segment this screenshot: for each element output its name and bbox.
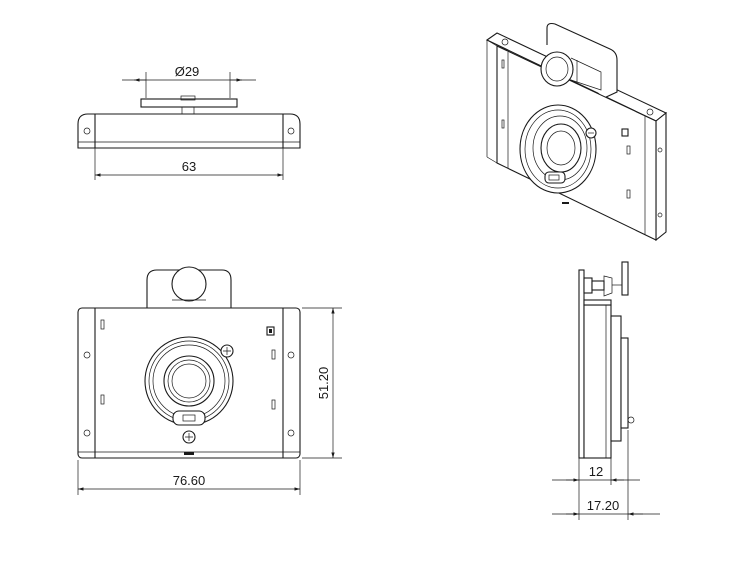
iso-knob-bracket (546, 22, 618, 99)
dimension-label-76-60: 76.60 (173, 473, 206, 488)
side-view-back-plate (578, 269, 585, 459)
front-view-hole-tl (83, 351, 91, 359)
front-view-hole-tr (287, 351, 295, 359)
front-view-hole-bl (83, 429, 91, 437)
isometric-view (485, 22, 668, 242)
side-view: 12 17.20 (552, 261, 660, 520)
side-view-lens-protrusion (610, 315, 622, 442)
front-view-knob (171, 266, 207, 302)
front-view-lens (163, 355, 215, 407)
dimension-label-12: 12 (589, 464, 603, 479)
dimension-label-17-20: 17.20 (587, 498, 620, 513)
dimension-label-63: 63 (182, 159, 196, 174)
dimension-label-diameter: Ø29 (175, 64, 200, 79)
iso-side-face (655, 111, 667, 242)
front-view: 76.60 51.20 (77, 266, 342, 495)
side-view-knob-cap (621, 261, 629, 296)
dimension-label-51-20: 51.20 (316, 367, 331, 400)
top-view-mount-hole-left (83, 127, 91, 135)
front-view-hole-br (287, 429, 295, 437)
front-view-indicator (172, 410, 206, 426)
iso-indicator (544, 171, 566, 184)
top-view: 63 Ø29 (77, 64, 301, 180)
top-view-mount-hole-right (287, 127, 295, 135)
top-view-knob-plate (140, 98, 238, 108)
top-view-body (77, 113, 301, 149)
